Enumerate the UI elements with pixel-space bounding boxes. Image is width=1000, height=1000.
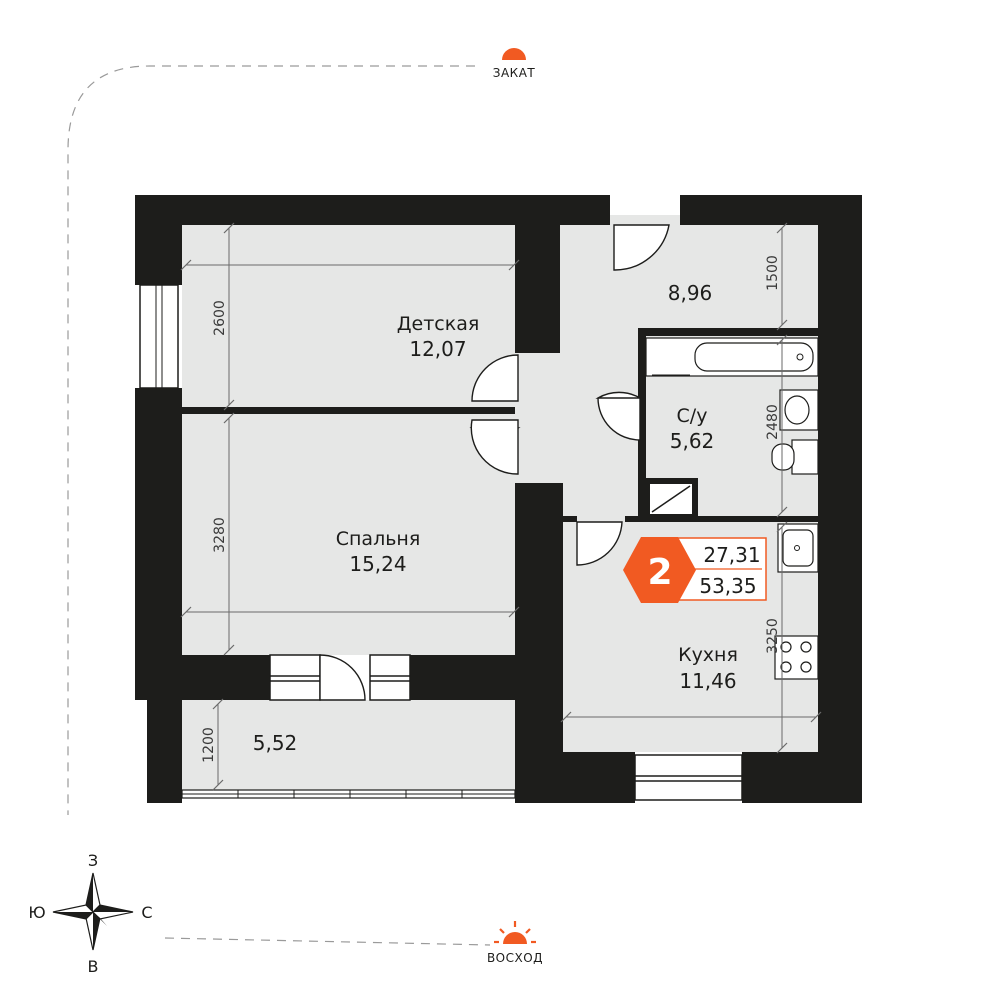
room-bedroom-area: 15,24 bbox=[349, 552, 406, 576]
rooms-count-hexagon bbox=[623, 537, 696, 603]
dimension-kids-height: 2600 bbox=[212, 300, 228, 336]
window-balcony-right bbox=[369, 654, 411, 701]
dimension-ticks bbox=[180, 222, 822, 791]
compass-right: С bbox=[141, 903, 152, 922]
dimension-kitchen-height: 3250 bbox=[765, 618, 781, 654]
wardrobe bbox=[650, 484, 692, 514]
stove bbox=[774, 635, 819, 680]
window-balcony-left bbox=[269, 654, 321, 701]
room-bedroom-name: Спальня bbox=[336, 528, 421, 550]
sunrise-icon bbox=[494, 921, 536, 944]
room-bath-area: 5,62 bbox=[670, 429, 715, 453]
room-kids-name: Детская bbox=[397, 313, 480, 335]
compass-left: Ю bbox=[28, 903, 45, 922]
dimension-bedroom-height: 3280 bbox=[212, 517, 228, 553]
room-kids-area: 12,07 bbox=[409, 337, 466, 361]
compass-rose-icon bbox=[52, 872, 134, 951]
room-balcony-area: 5,52 bbox=[253, 731, 298, 755]
sunrise-label: ВОСХОД bbox=[487, 951, 543, 965]
room-hall-area: 8,96 bbox=[668, 281, 713, 305]
dimension-lines bbox=[186, 228, 816, 785]
room-kitchen-area: 11,46 bbox=[679, 669, 736, 693]
walls bbox=[135, 195, 862, 803]
orientation-path-bottom bbox=[164, 937, 491, 946]
bathtub bbox=[645, 337, 819, 377]
kitchen-sink bbox=[777, 523, 819, 573]
dimension-hall-height: 1500 bbox=[765, 255, 781, 291]
balcony-glazing bbox=[181, 789, 516, 799]
orientation-path bbox=[67, 65, 475, 815]
dimension-bath-height: 2480 bbox=[765, 404, 781, 440]
toilet bbox=[771, 439, 819, 475]
sunset-icon bbox=[502, 48, 526, 60]
rooms-count: 2 bbox=[647, 552, 672, 593]
dimension-balcony-height: 1200 bbox=[201, 727, 217, 763]
window-left bbox=[139, 284, 179, 389]
apartment-badge: 2 27,31 53,35 bbox=[623, 537, 767, 603]
room-bath-name: С/у bbox=[677, 405, 708, 427]
compass-top: З bbox=[88, 851, 98, 870]
floor-areas bbox=[182, 215, 822, 790]
sunset-label: ЗАКАТ bbox=[493, 66, 536, 80]
room-kitchen-name: Кухня bbox=[678, 644, 738, 666]
living-area: 27,31 bbox=[703, 543, 760, 567]
compass-bottom: В bbox=[88, 957, 99, 976]
total-area: 53,35 bbox=[699, 574, 756, 598]
doors bbox=[319, 224, 670, 701]
window-kitchen bbox=[634, 754, 743, 801]
washbasin bbox=[779, 389, 819, 431]
